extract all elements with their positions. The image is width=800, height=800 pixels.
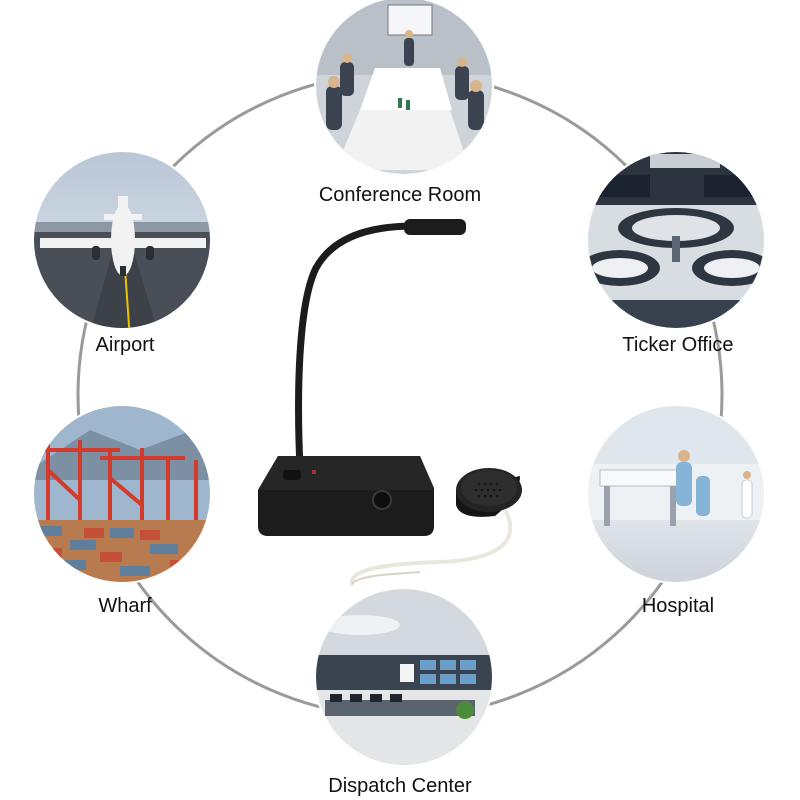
label-conference-room: Conference Room [318,184,482,206]
ticker-office-image [586,150,766,330]
wharf-image [32,404,212,584]
label-airport: Airport [95,334,155,356]
label-wharf: Wharf [98,595,152,617]
hospital-image [586,404,766,584]
label-dispatch-center: Dispatch Center [328,775,472,797]
external-speaker [349,468,522,586]
intercom-microphone-unit [258,219,466,536]
label-hospital: Hospital [641,595,715,617]
dispatch-center-image [314,587,494,767]
label-ticker-office: Ticker Office [622,334,734,356]
microphone-head [404,219,466,235]
conference-room-image [314,0,494,176]
gooseneck [295,222,419,472]
talk-button [372,490,392,510]
speaker-cable [349,510,513,586]
airport-image [32,150,212,330]
